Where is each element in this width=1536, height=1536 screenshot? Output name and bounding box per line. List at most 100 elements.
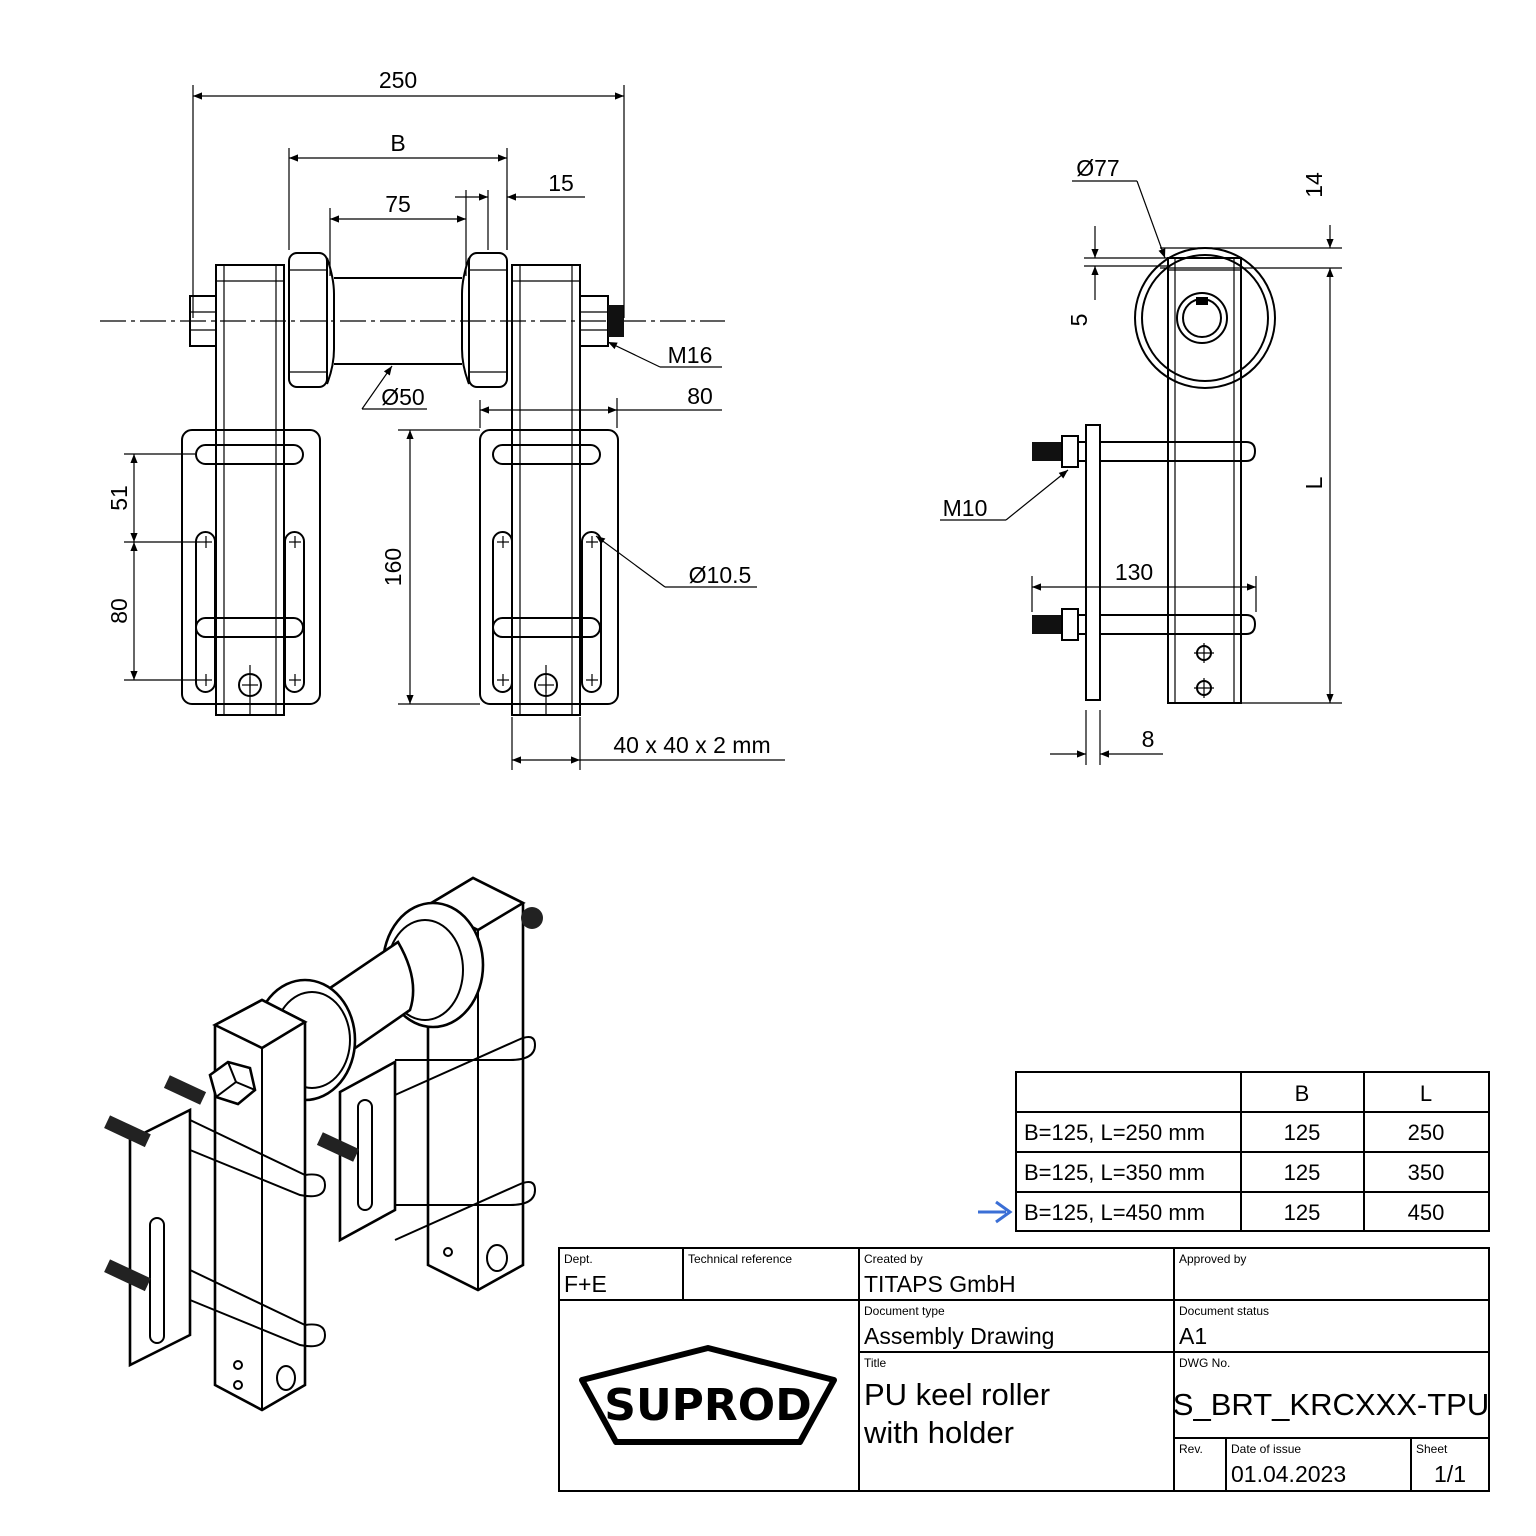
label-tech-ref: Technical reference <box>688 1252 792 1266</box>
table-cell-l: 450 <box>1408 1200 1445 1225</box>
right-bracket-plate <box>479 429 619 705</box>
value-dept: F+E <box>564 1271 607 1297</box>
dim-top-gap: 14 <box>1160 172 1342 269</box>
dim-plate-thickness: 8 <box>1050 710 1163 765</box>
dim-bracket-width: 80 <box>479 383 722 428</box>
dim-14-text: 14 <box>1301 172 1327 198</box>
dim-130-text: 130 <box>1115 559 1153 585</box>
right-tube <box>511 264 581 716</box>
right-ubolt-bottom <box>492 617 601 638</box>
left-ubolt-top <box>195 444 304 465</box>
left-slot-a <box>195 531 216 693</box>
iso-bolt-head <box>208 1060 257 1106</box>
table-cell-l: 250 <box>1408 1120 1445 1145</box>
variants-table: B L B=125, L=250 mm 125 250 B=125, L=350… <box>978 1071 1490 1232</box>
label-approved-by: Approved by <box>1179 1252 1246 1266</box>
left-ubolt-bottom <box>195 617 304 638</box>
side-view: Ø77 14 5 L M10 <box>940 155 1342 765</box>
value-dwg-no: S_BRT_KRCXXX-TPU <box>1173 1387 1489 1422</box>
right-ubolt-top <box>492 444 601 465</box>
suprod-logo: SUPROD <box>579 1345 837 1445</box>
clamp-plate <box>1085 424 1101 701</box>
label-sheet: Sheet <box>1416 1442 1448 1456</box>
leader-hole: Ø10.5 <box>595 535 757 588</box>
dim-b: B <box>288 130 508 250</box>
value-sheet: 1/1 <box>1434 1461 1466 1487</box>
isometric-view <box>104 876 543 1412</box>
label-title: Title <box>864 1356 887 1370</box>
table-row[interactable]: B=125, L=450 mm 125 450 <box>1024 1200 1444 1225</box>
dim-m16-text: M16 <box>668 342 713 368</box>
dim-80-width-text: 80 <box>687 383 713 409</box>
dim-75-text: 75 <box>385 191 411 217</box>
dim-tube-text: 40 x 40 x 2 mm <box>613 732 770 758</box>
dim-d105-text: Ø10.5 <box>689 562 752 588</box>
leader-m10: M10 <box>940 469 1069 521</box>
axle-end <box>1176 292 1228 344</box>
dim-bracket-height: 160 <box>380 429 480 705</box>
dim-d50-text: Ø50 <box>381 384 424 410</box>
axle-bolt-head <box>189 295 217 347</box>
right-slot-b <box>581 531 602 693</box>
table-cell-name: B=125, L=350 mm <box>1024 1160 1205 1185</box>
table-cell-b: 125 <box>1284 1160 1321 1185</box>
table-header-l: L <box>1420 1081 1432 1106</box>
value-doc-status: A1 <box>1179 1323 1207 1349</box>
label-doc-status: Document status <box>1179 1304 1269 1318</box>
value-title-line2: with holder <box>863 1415 1014 1450</box>
table-row[interactable]: B=125, L=250 mm 125 250 <box>1024 1120 1444 1145</box>
dim-8-text: 8 <box>1142 726 1155 752</box>
value-title-line1: PU keel roller <box>864 1377 1050 1412</box>
dim-slot-pitch: 51 80 <box>106 453 200 681</box>
dim-51-text: 51 <box>106 485 132 511</box>
side-tube <box>1167 257 1242 704</box>
leader-m16: M16 <box>607 341 722 368</box>
dim-length: L <box>1241 268 1342 704</box>
left-tube <box>215 264 285 716</box>
logo-text: SUPROD <box>604 1380 811 1431</box>
iso-back-plate <box>316 1035 537 1243</box>
title-block: Dept. F+E Technical reference Created by… <box>558 1247 1490 1492</box>
dim-offset: 5 <box>1066 226 1170 326</box>
label-doc-type: Document type <box>864 1304 945 1318</box>
dim-250-text: 250 <box>379 67 417 93</box>
table-cell-l: 350 <box>1408 1160 1445 1185</box>
roller-disc <box>1134 247 1276 389</box>
keel-roller <box>288 252 508 388</box>
value-date: 01.04.2023 <box>1231 1461 1346 1487</box>
dim-flange: 15 <box>455 170 585 250</box>
label-created-by: Created by <box>864 1252 923 1266</box>
dim-tube-profile: 40 x 40 x 2 mm <box>511 717 785 770</box>
iso-front-plate <box>104 1075 327 1368</box>
left-bracket-plate <box>181 429 321 705</box>
table-cell-b: 125 <box>1284 1120 1321 1145</box>
front-view: 250 B 75 15 M16 <box>100 67 785 770</box>
axle-nut <box>579 295 624 347</box>
dim-5-text: 5 <box>1066 314 1092 327</box>
value-created-by: TITAPS GmbH <box>864 1271 1016 1297</box>
value-doc-type: Assembly Drawing <box>864 1323 1054 1349</box>
side-ubolts <box>1032 435 1257 641</box>
label-rev: Rev. <box>1179 1442 1203 1456</box>
leader-d77: Ø77 <box>1072 155 1166 259</box>
dim-l-text: L <box>1301 476 1327 489</box>
leader-diameter-50: Ø50 <box>361 365 427 410</box>
table-row[interactable]: B=125, L=350 mm 125 350 <box>1024 1160 1444 1185</box>
dim-ubolt-span: 130 <box>1031 559 1257 612</box>
left-slot-b <box>284 531 305 693</box>
right-slot-a <box>492 531 513 693</box>
table-cell-name: B=125, L=450 mm <box>1024 1200 1205 1225</box>
dim-m10-text: M10 <box>943 495 988 521</box>
dim-b-text: B <box>390 130 405 156</box>
dim-overall-width: 250 <box>192 67 625 318</box>
dim-15-text: 15 <box>548 170 574 196</box>
dim-roller-width: 75 <box>329 190 467 276</box>
slot-center-marks <box>200 536 598 686</box>
label-dwg-no: DWG No. <box>1179 1356 1230 1370</box>
table-cell-b: 125 <box>1284 1200 1321 1225</box>
label-date: Date of issue <box>1231 1442 1301 1456</box>
table-cell-name: B=125, L=250 mm <box>1024 1120 1205 1145</box>
dim-160-text: 160 <box>380 548 406 586</box>
dim-d77-text: Ø77 <box>1076 155 1119 181</box>
